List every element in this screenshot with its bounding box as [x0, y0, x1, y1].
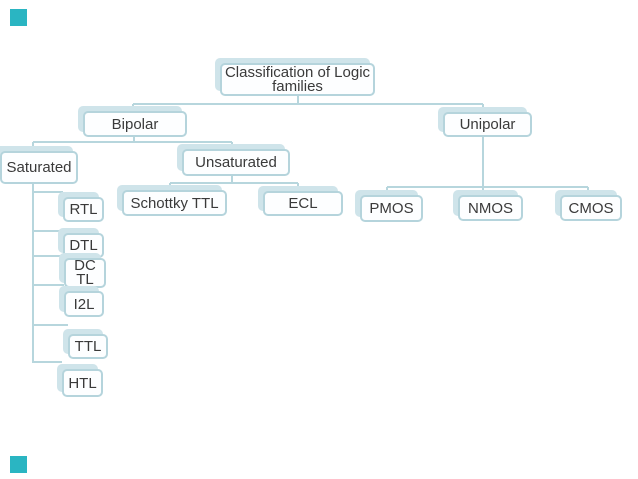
- node-schottky-ttl: Schottky TTL: [122, 190, 227, 216]
- node-saturated-label: Saturated: [6, 159, 72, 176]
- slide-accent-square-bottom-left: [10, 456, 27, 473]
- node-unsaturated: Unsaturated: [182, 149, 290, 176]
- node-ecl: ECL: [263, 191, 343, 216]
- connector-unsaturated-to-children: [169, 175, 299, 193]
- node-unipolar: Unipolar: [443, 112, 532, 137]
- connector-unipolar-to-children: [386, 136, 589, 197]
- node-dtl-label: DTL: [69, 237, 98, 254]
- connector-saturated-trunk-and-stubs: [32, 183, 68, 363]
- node-classification-of-logic-families: Classification of Logic families: [220, 63, 375, 96]
- node-ttl: TTL: [68, 334, 108, 359]
- node-unipolar-label: Unipolar: [459, 116, 516, 133]
- node-bipolar-label: Bipolar: [111, 115, 159, 133]
- node-nmos: NMOS: [458, 195, 523, 221]
- node-rtl: RTL: [63, 197, 104, 222]
- node-rtl-label: RTL: [69, 201, 98, 218]
- node-htl-label: HTL: [68, 374, 97, 392]
- node-dc-tl: DC TL: [64, 258, 106, 288]
- node-cmos: CMOS: [560, 195, 622, 221]
- node-pmos: PMOS: [360, 195, 423, 222]
- node-ecl-label: ECL: [288, 195, 318, 212]
- node-unsaturated-label: Unsaturated: [195, 154, 277, 171]
- node-dc-tl-label-line2: TL: [76, 271, 94, 288]
- node-dtl: DTL: [63, 233, 104, 258]
- node-ttl-label: TTL: [74, 338, 102, 355]
- node-classification-label-line1: Classification of Logic: [224, 63, 371, 81]
- node-nmos-label: NMOS: [468, 199, 513, 217]
- connector-root-to-bipolar-unipolar: [132, 95, 484, 114]
- slide-accent-square-top-left: [10, 9, 27, 26]
- node-dc-tl-label-line1: DC: [74, 258, 96, 274]
- node-cmos-label: CMOS: [568, 199, 614, 217]
- node-htl: HTL: [62, 369, 103, 397]
- node-i2l: I2L: [64, 291, 104, 317]
- node-schottky-ttl-label: Schottky TTL: [130, 194, 219, 212]
- node-pmos-label: PMOS: [369, 200, 414, 217]
- node-i2l-label: I2L: [73, 295, 95, 313]
- node-saturated: Saturated: [0, 151, 78, 184]
- node-classification-label-line2: families: [272, 77, 323, 95]
- connector-bipolar-to-children: [32, 136, 233, 153]
- node-bipolar: Bipolar: [83, 111, 187, 137]
